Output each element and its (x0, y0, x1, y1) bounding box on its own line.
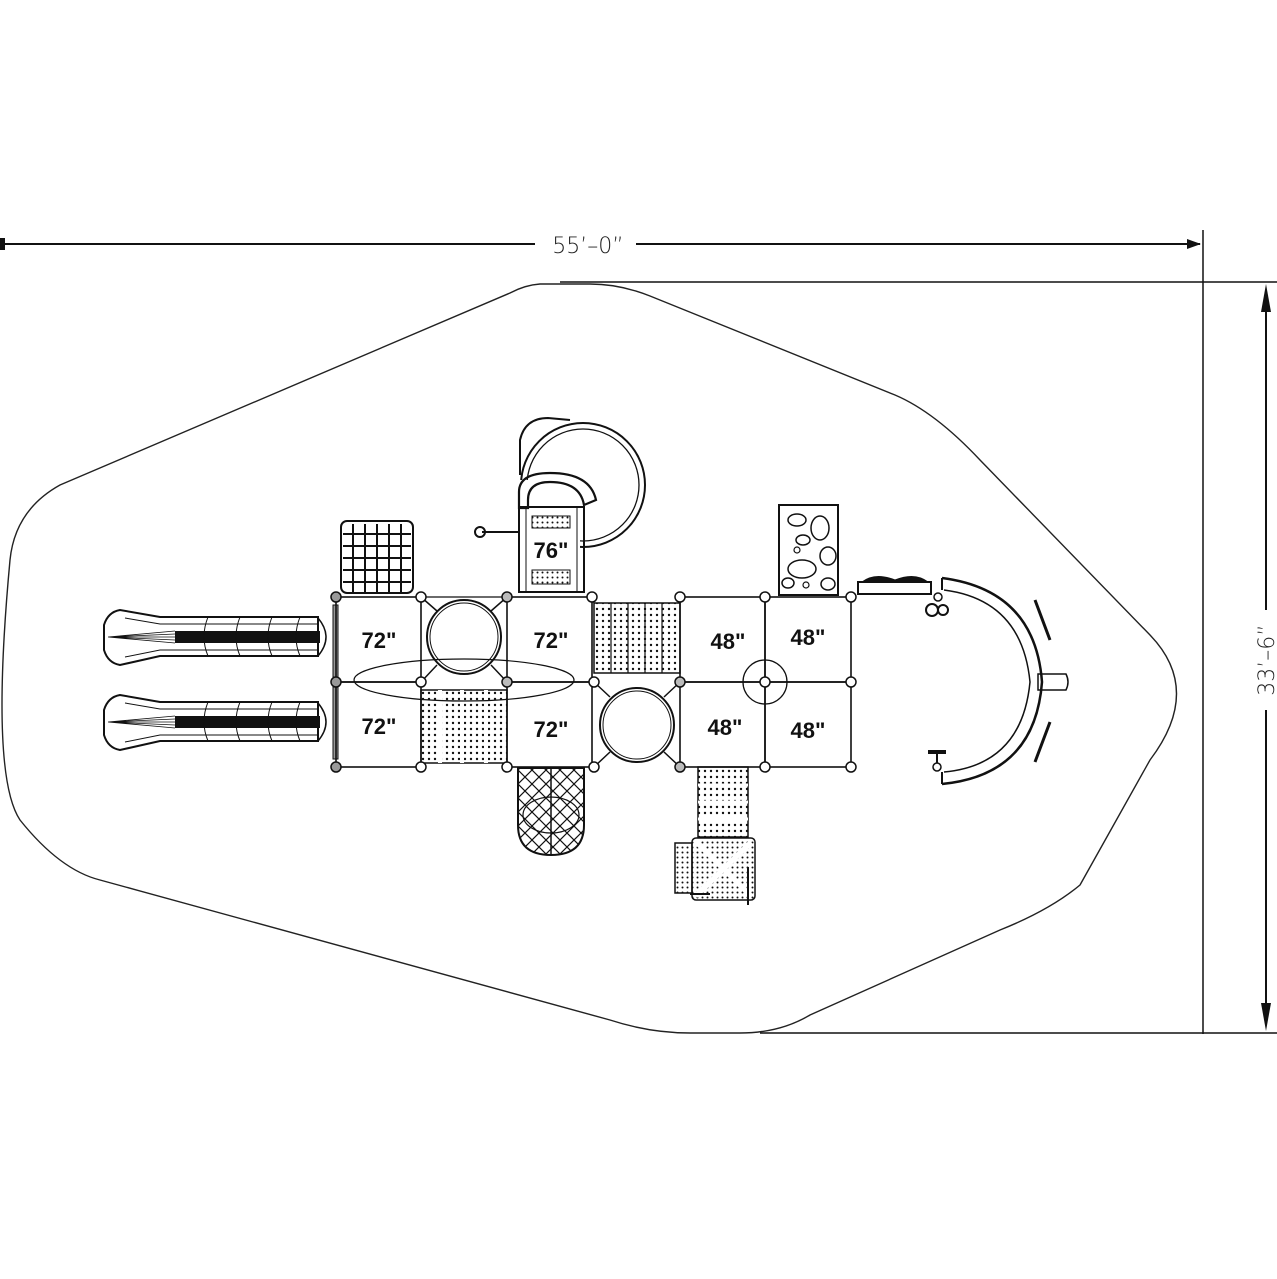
curved-arch-climber (941, 576, 1069, 786)
tube-crawl-2 (593, 681, 681, 768)
perforated-bridge-1 (420, 689, 508, 764)
width-dimension: 55’–0” (0, 230, 1204, 1034)
deck-height-label: 48ʺ (708, 715, 743, 740)
deck-height-label: 48ʺ (791, 625, 826, 650)
deck-height-label: 76ʺ (534, 538, 569, 563)
height-dimension-label: 33’–6” (1255, 624, 1277, 695)
deck-height-label: 72ʺ (534, 628, 569, 653)
deck-height-label: 72ʺ (362, 714, 397, 739)
deck-height-label: 48ʺ (791, 718, 826, 743)
steering-wheel (928, 750, 946, 772)
overhead-ring-ladder (474, 526, 520, 538)
posts (330, 591, 857, 773)
double-wave-slide-bottom (103, 693, 327, 752)
double-wave-slide-top (103, 608, 327, 667)
deck-height-label: 72ʺ (362, 628, 397, 653)
rock-climbing-wall (778, 504, 839, 596)
binoculars (925, 592, 949, 617)
tower-deck: 76ʺ (517, 471, 598, 593)
use-zone-boundary (1, 283, 1178, 1034)
landing-platform (674, 837, 756, 905)
deck-grid-48: 48ʺ 48ʺ 48ʺ 48ʺ (679, 596, 852, 768)
height-dimension: 33’–6” (560, 281, 1277, 1034)
activity-panel (857, 576, 932, 595)
tube-crawl-1 (420, 596, 508, 683)
deck-grid-72: 72ʺ 72ʺ 72ʺ 72ʺ (335, 596, 593, 768)
overhead-climber-ellipse (353, 658, 575, 702)
spiral-slide (500, 416, 646, 550)
deck-height-label: 48ʺ (711, 629, 746, 654)
width-dimension-label: 55’–0” (552, 234, 623, 259)
perforated-bridge-2 (593, 602, 681, 674)
step-ladder (697, 766, 749, 838)
deck-height-label: 72ʺ (534, 717, 569, 742)
mesh-tunnel-climber (517, 767, 585, 857)
climbing-net-panel (340, 520, 414, 594)
